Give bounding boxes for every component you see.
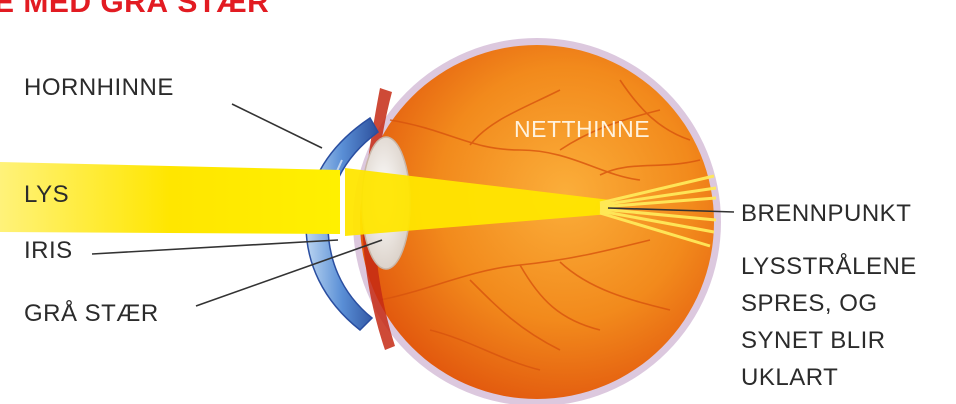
explanation-line: SPRES, OG: [741, 285, 917, 322]
cornea-label: HORNHINNE: [24, 74, 174, 102]
cataract-pointer: [196, 240, 382, 306]
diagram-heading: E MED GRÅ STÆR: [0, 0, 269, 20]
focal-point-label: BRENNPUNKT: [741, 200, 911, 228]
explanation-line: UKLART: [741, 359, 917, 396]
retina-label: NETTHINNE: [514, 116, 650, 143]
iris-pointer: [92, 240, 338, 254]
cataract-label: GRÅ STÆR: [24, 300, 159, 328]
blurred-vision-explanation: LYSSTRÅLENE SPRES, OG SYNET BLIR UKLART: [741, 248, 917, 396]
light-label: LYS: [24, 181, 69, 209]
explanation-line: SYNET BLIR: [741, 322, 917, 359]
cornea-pointer: [232, 104, 322, 148]
iris-label: IRIS: [24, 237, 73, 265]
explanation-line: LYSSTRÅLENE: [741, 248, 917, 285]
